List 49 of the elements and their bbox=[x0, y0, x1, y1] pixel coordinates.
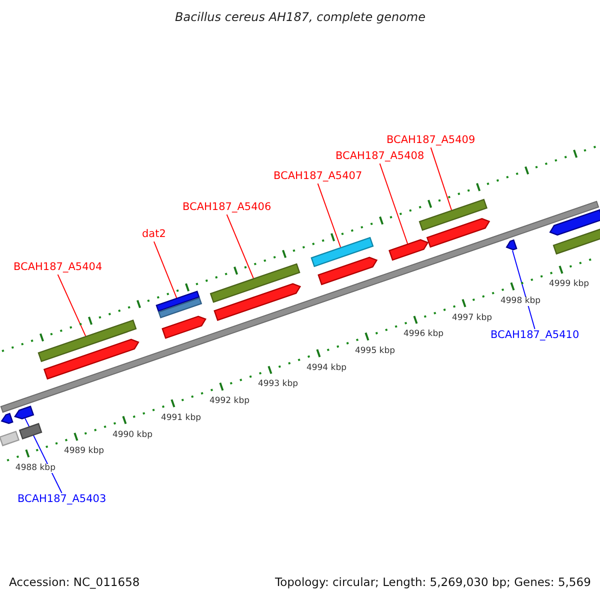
scale-label: 4997 kbp bbox=[452, 314, 492, 323]
gene-feature bbox=[318, 256, 378, 286]
leader-line bbox=[153, 241, 178, 298]
gene-feature bbox=[549, 209, 600, 236]
scale-label: 4991 kbp bbox=[160, 414, 201, 424]
gene-feature bbox=[310, 236, 374, 268]
scale-label: 4988 kbp bbox=[15, 464, 56, 474]
scale-label: 4995 kbp bbox=[354, 347, 396, 356]
gene-feature bbox=[18, 422, 42, 440]
leader-line bbox=[430, 147, 452, 211]
scale-label: 4994 kbp bbox=[306, 364, 347, 374]
gene-label: BCAH187_A5410 bbox=[490, 330, 580, 342]
gene-label: BCAH187_A5409 bbox=[386, 135, 476, 147]
gene-feature bbox=[418, 198, 488, 231]
scale-label: 4999 kbp bbox=[548, 280, 590, 290]
gene-feature bbox=[43, 338, 140, 380]
scale-label: 4996 kbp bbox=[403, 330, 444, 340]
gene-feature bbox=[14, 406, 34, 420]
gene-feature bbox=[162, 316, 206, 339]
leader-line bbox=[24, 418, 62, 494]
gene-feature bbox=[158, 297, 202, 318]
gene-label: BCAH187_A5403 bbox=[18, 494, 106, 506]
gene-feature bbox=[552, 226, 600, 255]
gene-label: dat2 bbox=[142, 229, 166, 241]
accession-text: Accession: NC_011658 bbox=[9, 576, 140, 588]
gene-feature bbox=[210, 263, 300, 303]
leader-line bbox=[226, 214, 254, 279]
gene-feature bbox=[426, 218, 490, 248]
gene-label: BCAH187_A5404 bbox=[14, 262, 102, 274]
gene-label: BCAH187_A5407 bbox=[274, 171, 362, 183]
leader-line bbox=[317, 183, 342, 248]
leader-line bbox=[57, 274, 86, 337]
scale-label: 4993 kbp bbox=[258, 380, 298, 390]
gene-feature bbox=[388, 239, 429, 261]
gene-feature bbox=[214, 283, 302, 322]
leader-line bbox=[379, 163, 408, 244]
gene-feature bbox=[156, 290, 200, 312]
leader-line bbox=[512, 250, 536, 330]
gene-feature bbox=[38, 320, 137, 362]
gene-feature bbox=[0, 430, 20, 446]
scale-label: 4998 kbp bbox=[500, 296, 541, 306]
scale-label: 4992 kbp bbox=[209, 397, 250, 406]
gene-label: BCAH187_A5406 bbox=[182, 202, 272, 214]
diagram-title: Bacillus cereus AH187, complete genome bbox=[175, 11, 426, 24]
scale-label: 4989 kbp bbox=[64, 447, 104, 457]
gene-feature bbox=[506, 239, 518, 250]
gene-label: BCAH187_A5408 bbox=[336, 151, 424, 163]
genome-summary-text: Topology: circular; Length: 5,269,030 bp; Genes: 5,569 bbox=[275, 576, 591, 588]
scale-label: 4990 kbp bbox=[112, 430, 152, 440]
